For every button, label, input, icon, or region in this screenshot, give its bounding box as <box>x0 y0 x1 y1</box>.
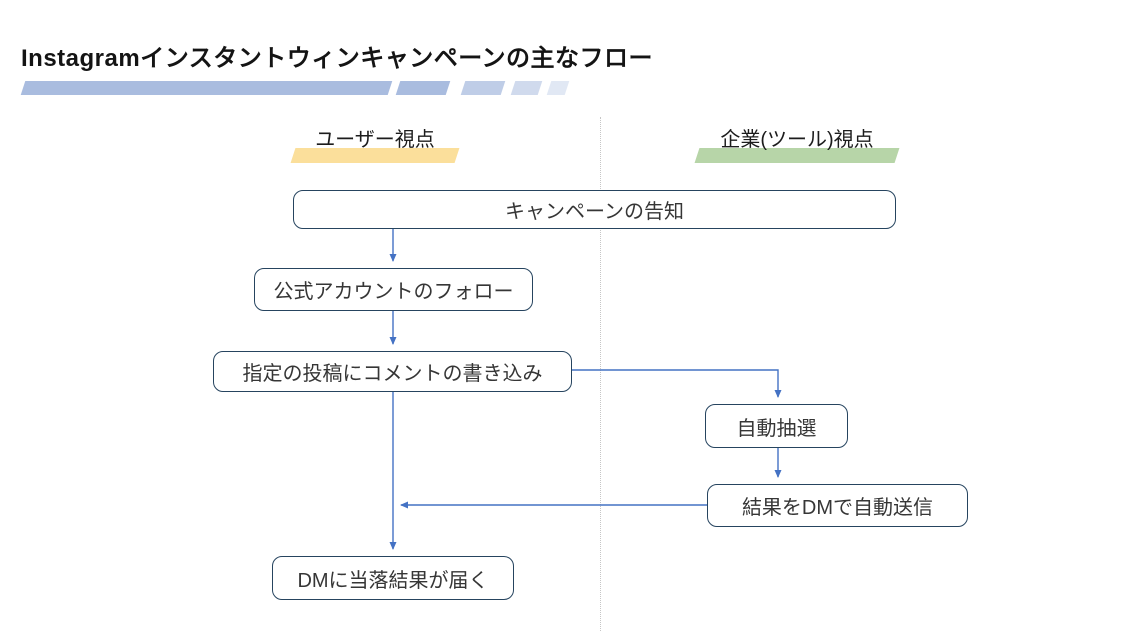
column-header-company-label: 企業(ツール)視点 <box>720 129 874 151</box>
flow-node-campaign-announcement: キャンペーンの告知 <box>293 190 896 229</box>
flow-node-follow-official-account: 公式アカウントのフォロー <box>254 268 533 311</box>
connector-comment-to-lottery <box>572 369 782 398</box>
flow-node-send-result-dm: 結果をDMで自動送信 <box>707 484 968 527</box>
column-header-user: ユーザー視点 <box>290 128 460 163</box>
flow-node-receive-result-dm: DMに当落結果が届く <box>272 556 514 600</box>
lane-divider-dotted-line <box>600 117 601 631</box>
flow-node-comment-on-post: 指定の投稿にコメントの書き込み <box>213 351 572 392</box>
column-header-user-label: ユーザー視点 <box>315 129 435 151</box>
column-header-company: 企業(ツール)視点 <box>694 128 900 163</box>
flow-node-auto-lottery: 自動抽選 <box>705 404 848 448</box>
page-title: Instagramインスタントウィンキャンペーンの主なフロー <box>21 45 654 72</box>
